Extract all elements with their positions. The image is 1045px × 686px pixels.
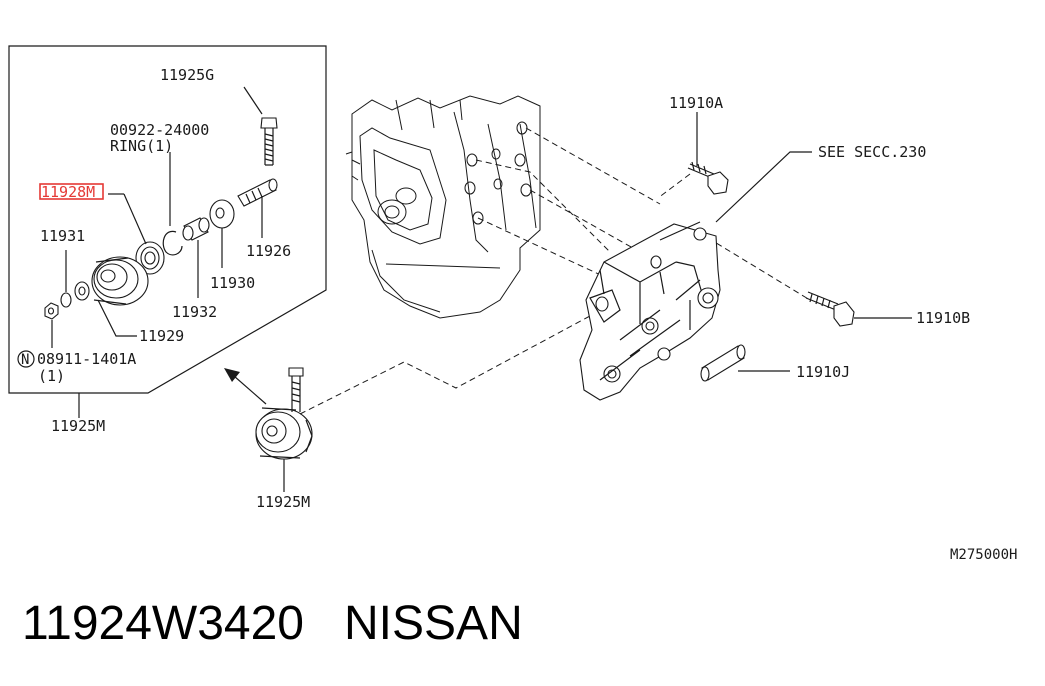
footer-brand: NISSAN: [344, 597, 523, 650]
dashed-line-4: [529, 189, 641, 253]
label-11910B[interactable]: 11910B: [916, 309, 970, 327]
direction-arrow: [224, 368, 267, 405]
nut-08911[interactable]: [44, 302, 59, 320]
sleeve-11910J[interactable]: [700, 344, 746, 382]
label-11926[interactable]: 11926: [246, 242, 291, 260]
label-11910A[interactable]: 11910A: [669, 94, 723, 112]
washer-11930[interactable]: [209, 199, 235, 229]
dashed-line-2: [525, 127, 661, 205]
snap-ring[interactable]: [162, 230, 183, 256]
pulley-11929[interactable]: [91, 256, 149, 306]
bearing-11928M[interactable]: [135, 241, 165, 275]
label-11925M-box[interactable]: 11925M: [51, 417, 105, 435]
stud-11926[interactable]: [237, 178, 278, 207]
label-11928M[interactable]: 11928M: [41, 183, 95, 201]
label-00922-24000[interactable]: 00922-24000: [110, 121, 209, 139]
leader-11928M-b: [123, 193, 147, 245]
label-11932[interactable]: 11932: [172, 303, 217, 321]
leader-see-sec: [715, 151, 812, 223]
label-11929[interactable]: 11929: [139, 327, 184, 345]
label-08911-1401A[interactable]: 08911-1401A: [37, 350, 136, 368]
nut-marker-circle: [17, 350, 35, 368]
dashed-line-5: [657, 173, 691, 199]
label-11910J[interactable]: 11910J: [796, 363, 850, 381]
label-11930[interactable]: 11930: [210, 274, 255, 292]
washer-11931[interactable]: [60, 281, 90, 308]
label-11925G[interactable]: 11925G: [160, 66, 214, 84]
label-drawing-code: M275000H: [950, 547, 1017, 563]
engine-block: [345, 95, 541, 319]
bracket-11910[interactable]: [579, 221, 721, 401]
footer-part-number: 11924W3420: [22, 597, 304, 650]
label-11931[interactable]: 11931: [40, 227, 85, 245]
pulley-assembly-11925M[interactable]: [255, 367, 313, 460]
leader-11929: [97, 299, 137, 337]
bolt-11910A[interactable]: [687, 161, 729, 195]
inset-frame: [8, 45, 327, 394]
dashed-line-6: [707, 237, 811, 301]
label-11925M-pulley[interactable]: 11925M: [256, 493, 310, 511]
dashed-mount-path-pulley: [299, 315, 591, 415]
bolt-11910B[interactable]: [805, 291, 855, 327]
dashed-line-1: [475, 159, 611, 253]
highlight-box: [39, 183, 104, 200]
label-ring: RING(1): [110, 137, 173, 155]
bolt-11925G[interactable]: [260, 117, 278, 166]
label-nut-qty: (1): [38, 367, 65, 385]
leader-11925G: [243, 86, 263, 115]
label-nut-marker: N: [21, 352, 29, 368]
label-see-sec[interactable]: SEE SECC.230: [818, 143, 926, 161]
spacer-11932[interactable]: [182, 217, 210, 241]
footer-title: 11924W3420 NISSAN: [22, 596, 523, 651]
dashed-line-3: [477, 217, 621, 285]
